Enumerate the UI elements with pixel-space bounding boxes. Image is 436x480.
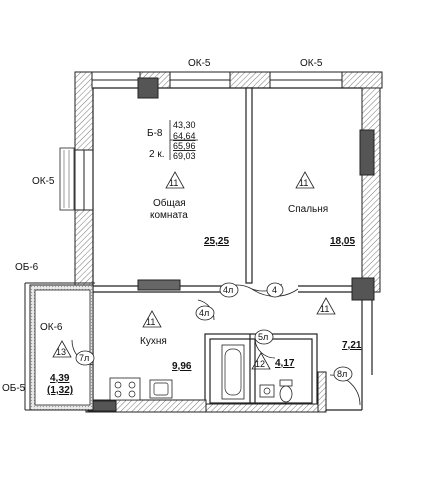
room-name-living-2: комната [150, 210, 188, 221]
kitchen-stove [109, 377, 141, 401]
room-tag-balcony-text: 13 [56, 347, 66, 357]
room-name-living-1: Общая [153, 197, 186, 209]
top-windows [91, 71, 343, 89]
apartment-area-2: 64,64 [173, 131, 196, 141]
left-window [59, 147, 94, 211]
window-label-balcony: ОК-6 [40, 322, 63, 333]
room-tag-balcony: 13 [52, 340, 72, 358]
room-name-kitchen: Кухня [140, 336, 167, 347]
window-label-balcony-bottom: ОБ-5 [2, 383, 26, 394]
room-area-bedroom: 18,05 [330, 236, 355, 247]
outer-walls [74, 71, 383, 303]
room-tag-bedroom: 11 [295, 171, 315, 189]
door-marker-d2-text: 4 [272, 285, 277, 295]
kitchen-sink [149, 379, 173, 399]
window-label-top-right: ОК-5 [300, 58, 323, 69]
door-marker-d6-text: 8л [337, 369, 347, 379]
room-area-balcony-reduced: (1,32) [47, 385, 73, 396]
room-tag-kitchen: 11 [142, 310, 162, 328]
window-label-left: ОК-5 [32, 176, 55, 187]
room-tag-bathroom: 12 [251, 352, 271, 370]
apartment-area-1: 43,30 [173, 120, 196, 130]
room-tag-hall-text: 11 [320, 304, 329, 314]
room-tag-bedroom-text: 11 [299, 178, 308, 188]
room-area-living: 25,25 [204, 236, 229, 247]
room-tag-bathroom-text: 12 [255, 359, 265, 369]
door-marker-d1: 4л [219, 282, 239, 298]
door-marker-d3-text: 4л [199, 308, 209, 318]
apartment-section: Б-8 [147, 128, 163, 139]
balcony [24, 282, 95, 411]
room-tag-living: 11 [165, 171, 185, 189]
bathtub [221, 344, 245, 400]
door-marker-d6: 8л [333, 366, 353, 382]
door-marker-d3: 4л [195, 305, 215, 321]
room-area-balcony: 4,39 [50, 373, 70, 384]
door-marker-d4-text: 5л [258, 332, 268, 342]
door-marker-d1-text: 4л [223, 285, 233, 295]
window-label-top-left: ОК-5 [188, 58, 211, 69]
apartment-info: Б-8 2 к. 43,30 64,64 65,96 69,03 [147, 120, 198, 161]
room-tag-hall: 11 [316, 297, 336, 315]
room-name-bedroom: Спальня [288, 204, 328, 215]
apartment-area-3: 65,96 [173, 141, 196, 151]
room-tag-kitchen-text: 11 [146, 317, 155, 327]
room-area-kitchen: 9,96 [172, 361, 192, 372]
columns [137, 77, 375, 301]
room-area-hall: 7,21 [342, 340, 362, 351]
window-label-balcony-top: ОБ-6 [15, 262, 39, 273]
bottom-walls [85, 371, 327, 413]
door-marker-d5-text: 7л [79, 353, 89, 363]
door-marker-d5: 7л [75, 350, 95, 366]
washbasin [259, 384, 275, 398]
room-tag-living-text: 11 [169, 178, 178, 188]
apartment-rooms-code: 2 к. [149, 149, 165, 160]
door-marker-d2: 4 [266, 282, 284, 298]
toilet [279, 379, 293, 403]
apartment-area-4: 69,03 [173, 151, 196, 161]
door-marker-d4: 5л [254, 329, 274, 345]
room-area-bathroom: 4,17 [275, 358, 295, 369]
